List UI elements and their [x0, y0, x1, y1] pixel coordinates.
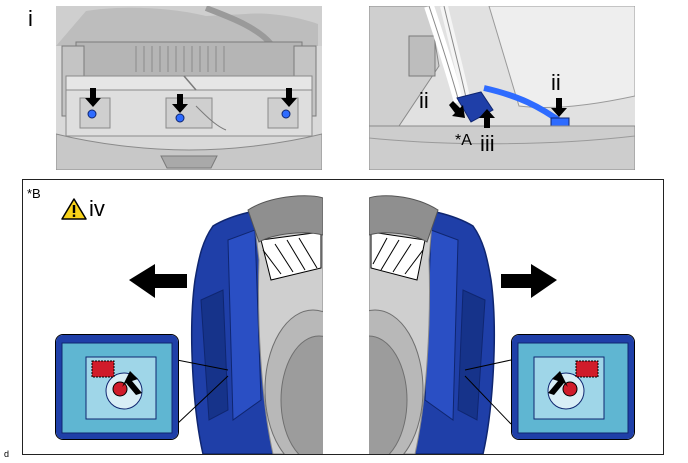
arrow-down-icon — [551, 98, 567, 117]
top-left-illustration — [56, 6, 322, 170]
headlamp-connector-drawing — [369, 6, 635, 170]
arrow-down-icon — [85, 88, 101, 107]
label-iv: iv — [89, 196, 105, 221]
footer-code: d — [4, 449, 10, 459]
arrow-left-icon — [129, 264, 187, 298]
arrow-down-right-icon — [449, 101, 465, 118]
inset-right-clip-detail — [511, 334, 635, 440]
arrow-down-icon — [172, 94, 188, 113]
inset-left-clip-detail — [55, 334, 179, 440]
arrow-down-right-icon — [548, 371, 568, 395]
warning-triangle-icon — [61, 198, 87, 220]
arrow-right-icon — [501, 264, 557, 298]
label-star-a: *A — [455, 132, 472, 149]
label-iii: iii — [480, 131, 495, 156]
arrow-down-icon — [281, 88, 297, 107]
label-ii-right: ii — [551, 70, 561, 95]
bumper-removal-drawing — [129, 180, 557, 454]
arrow-up-icon — [479, 109, 495, 128]
arrow-down-left-icon — [122, 371, 142, 395]
bottom-panel-b: *B iv — [22, 179, 664, 455]
label-star-b: *B — [27, 186, 41, 201]
front-grille-drawing — [56, 6, 322, 170]
top-right-illustration — [369, 6, 635, 170]
label-i: i — [28, 6, 33, 31]
label-ii-left: ii — [419, 88, 429, 113]
